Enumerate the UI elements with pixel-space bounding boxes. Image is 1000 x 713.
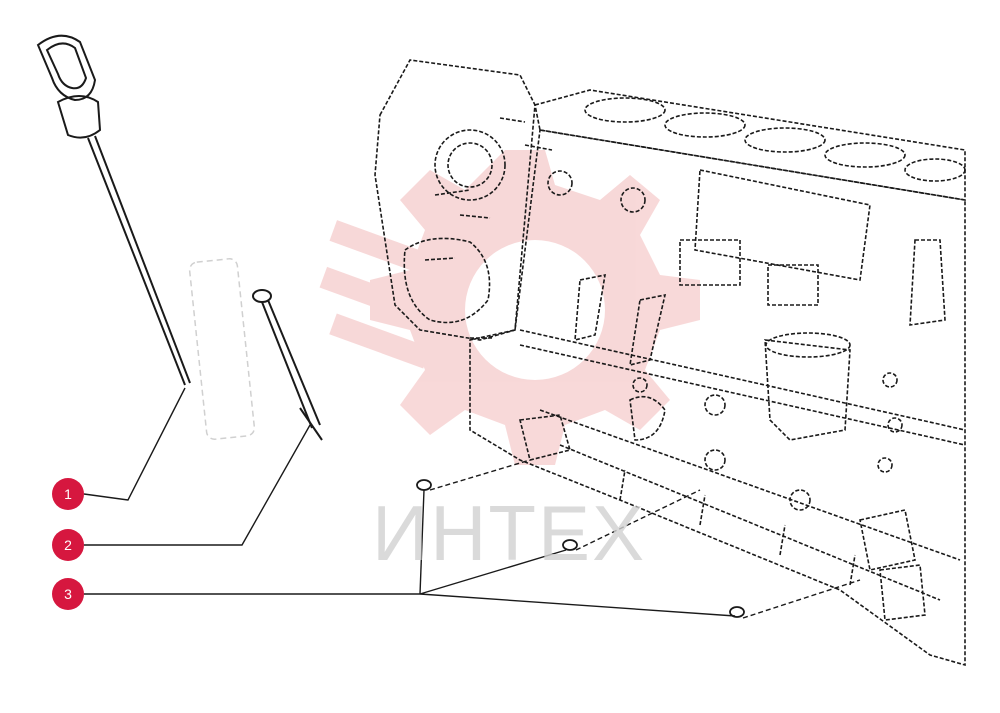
plug-part — [416, 479, 745, 618]
guide-tube-part — [188, 258, 323, 441]
leader-lines-dashed — [429, 459, 861, 619]
callout-3[interactable]: 3 — [52, 578, 84, 610]
gear-logo-icon — [319, 150, 700, 465]
callout-label: 2 — [64, 537, 72, 553]
callout-label: 1 — [64, 486, 72, 502]
callout-label: 3 — [64, 586, 72, 602]
callout-2[interactable]: 2 — [52, 529, 84, 561]
dipstick-part — [36, 34, 191, 386]
callout-1[interactable]: 1 — [52, 478, 84, 510]
engine-block — [374, 59, 966, 667]
callout-leaders — [83, 387, 736, 617]
watermark-text: ИНТЕХ — [372, 489, 647, 577]
